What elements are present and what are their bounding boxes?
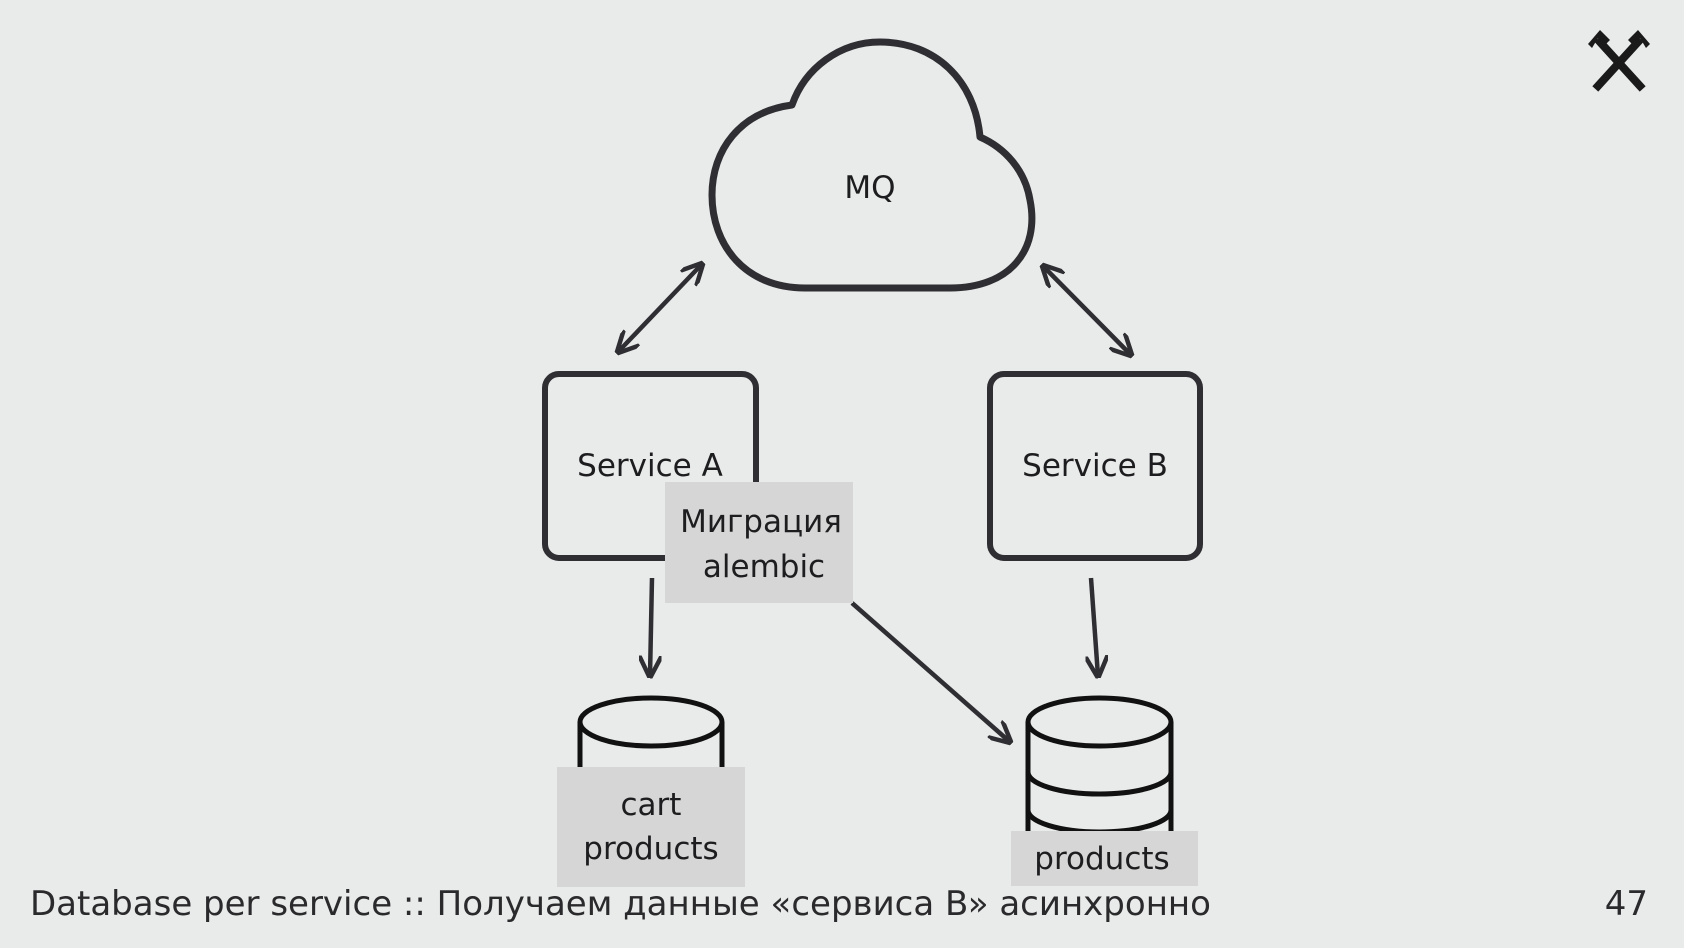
- service-a-box: Service A: [542, 371, 759, 561]
- arrow-service-a-db: [650, 577, 652, 676]
- db-a-label-line1: cart: [621, 787, 682, 823]
- db-a-label-box: cart products: [557, 767, 745, 887]
- crossed-hammers-icon: [1588, 30, 1650, 92]
- service-b-box: Service B: [987, 371, 1203, 561]
- service-a-label: Service A: [577, 448, 723, 484]
- arrow-migration-db-b: [850, 601, 1010, 742]
- mq-cloud: MQ: [708, 38, 1036, 292]
- db-a-cylinder: [577, 695, 725, 775]
- migration-note-line1: Миграция: [680, 504, 842, 540]
- db-b-cylinder: [1025, 695, 1174, 835]
- mq-label: MQ: [844, 170, 895, 206]
- db-b-label: products: [1034, 841, 1169, 877]
- arrow-mq-service-b: [1043, 266, 1131, 355]
- arrow-service-b-db: [1091, 577, 1098, 676]
- arrow-mq-service-a: [618, 264, 702, 352]
- slide-caption: Database per service :: Получаем данные …: [30, 884, 1211, 924]
- db-a-label-line2: products: [583, 831, 718, 867]
- db-b-label-box: products: [1011, 831, 1198, 886]
- migration-note-line2: alembic: [703, 549, 825, 585]
- service-b-label: Service B: [1022, 448, 1168, 484]
- migration-note: Миграция alembic: [665, 482, 853, 603]
- page-number: 47: [1604, 884, 1648, 924]
